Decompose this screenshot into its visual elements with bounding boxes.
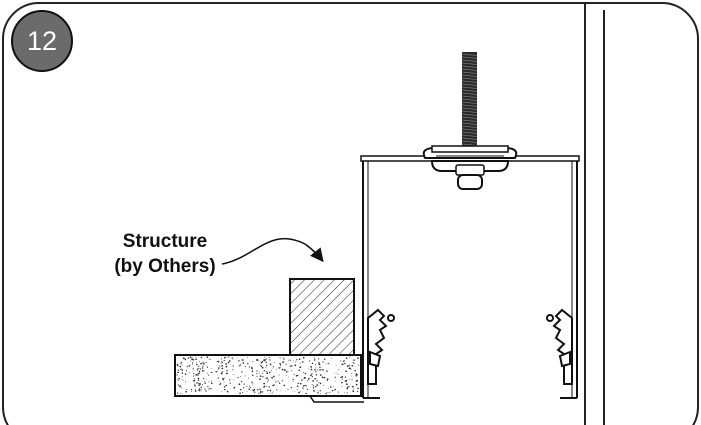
structure-block [289, 278, 355, 358]
ceiling-board [174, 354, 362, 397]
step-number: 12 [27, 26, 57, 56]
callout-line-1: Structure [123, 231, 207, 252]
leader-arrow [221, 237, 324, 265]
mounting-bracket [360, 145, 580, 190]
right-spring-clip [546, 308, 573, 385]
callout-line-2: (by Others) [114, 256, 215, 277]
left-spring-clip [367, 308, 395, 385]
wall-edge [584, 3, 605, 425]
step-badge: 12 [11, 10, 73, 72]
trim-flange [309, 395, 364, 403]
